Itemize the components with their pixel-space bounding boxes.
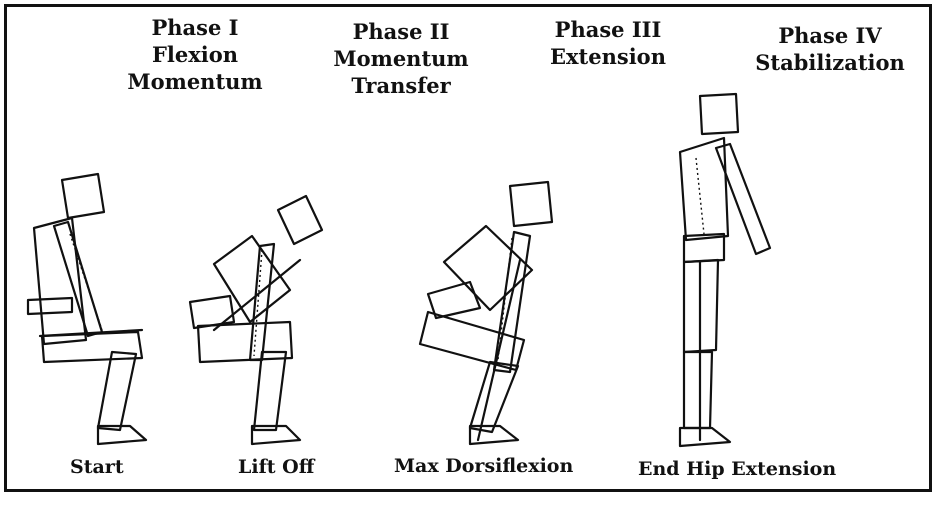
figure-lift-off bbox=[188, 194, 324, 446]
figure-start-seat bbox=[38, 328, 144, 338]
figure-lift-off-pelvis bbox=[188, 294, 236, 330]
figure-max-dorsiflexion-leg-line bbox=[476, 258, 522, 442]
figure-end-hip-extension-upper-arm bbox=[714, 142, 772, 256]
figure-lift-off-foot bbox=[250, 424, 302, 446]
phase-2-title: Phase II bbox=[352, 19, 450, 44]
figure-max-dorsiflexion-pelvis bbox=[426, 280, 482, 320]
phase-2-header: Phase II Momentum Transfer bbox=[326, 18, 476, 99]
event-end-hip-extension-label: End Hip Extension bbox=[638, 458, 837, 480]
figure-start-shank bbox=[96, 350, 138, 432]
event-lift-off-label: Lift Off bbox=[238, 456, 315, 478]
figure-end-hip-extension-foot bbox=[678, 426, 732, 448]
figure-lift-off-shank bbox=[252, 350, 288, 432]
figure-end-hip-extension-shank bbox=[682, 350, 714, 430]
figure-lift-off-head bbox=[276, 194, 324, 246]
figure-max-dorsiflexion bbox=[418, 180, 554, 446]
phase-2-line3: Transfer bbox=[351, 73, 451, 98]
phase-4-header: Phase IV Stabilization bbox=[745, 22, 915, 76]
phase-1-header: Phase I Flexion Momentum bbox=[120, 14, 270, 95]
figure-start-foot bbox=[96, 424, 148, 446]
figure-end-hip-extension-head bbox=[698, 92, 740, 136]
figure-start-trunk bbox=[32, 216, 88, 346]
figure-lift-off-arm-line bbox=[212, 258, 302, 332]
figure-max-dorsiflexion-shank bbox=[468, 360, 520, 434]
figure-max-dorsiflexion-thigh bbox=[418, 310, 526, 372]
figure-end-hip-extension-trunk bbox=[678, 136, 730, 242]
event-max-dorsiflexion-label: Max Dorsiflexion bbox=[394, 455, 574, 477]
phase-4-title: Phase IV bbox=[778, 23, 882, 48]
figure-lift-off-thigh bbox=[196, 320, 294, 364]
figure-start bbox=[26, 172, 148, 446]
phase-1-title: Phase I bbox=[151, 15, 239, 40]
figure-max-dorsiflexion-head bbox=[508, 180, 554, 228]
figure-max-dorsiflexion-foot bbox=[468, 424, 520, 446]
phase-3-line2: Extension bbox=[550, 44, 666, 69]
phase-2-line2: Momentum bbox=[333, 46, 469, 71]
phase-1-line2: Flexion bbox=[151, 42, 239, 67]
figure-start-pelvis bbox=[26, 296, 74, 316]
figure-max-dorsiflexion-upper-arm bbox=[492, 230, 532, 374]
figure-end-hip-extension bbox=[678, 92, 772, 448]
figure-lift-off-trunk bbox=[212, 234, 292, 324]
figure-end-hip-extension-pelvis bbox=[682, 232, 726, 264]
phase-3-header: Phase III Extension bbox=[533, 16, 683, 70]
dotted-guides bbox=[69, 157, 705, 361]
figure-end-hip-extension-thigh bbox=[682, 258, 720, 354]
event-start-label: Start bbox=[70, 456, 124, 478]
figure-start-thigh bbox=[40, 330, 144, 364]
figure-frame bbox=[4, 4, 932, 492]
phase-3-title: Phase III bbox=[554, 17, 662, 42]
caption-cutoff bbox=[4, 512, 940, 532]
figure-start-head bbox=[60, 172, 106, 220]
phase-1-line3: Momentum bbox=[127, 69, 263, 94]
phase-4-line2: Stabilization bbox=[755, 50, 905, 75]
